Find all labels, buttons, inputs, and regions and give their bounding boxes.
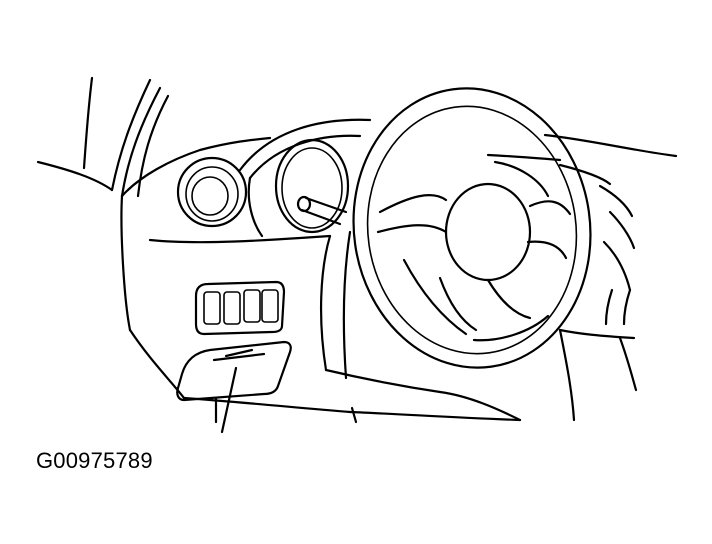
right-dash-panel [558,184,638,422]
turn-signal-stalk [296,195,348,226]
callout-line [220,366,238,434]
dashboard-top [120,133,678,332]
hood-release-panel [176,340,292,402]
figure-id-label: G00975789 [36,448,153,473]
a-pillar [36,76,170,198]
steering-wheel [352,87,592,369]
switch-panel [194,280,286,336]
steering-column [319,230,442,394]
left-air-vent [176,156,248,228]
lower-dashboard [128,328,522,424]
instrument-cluster [238,118,372,238]
